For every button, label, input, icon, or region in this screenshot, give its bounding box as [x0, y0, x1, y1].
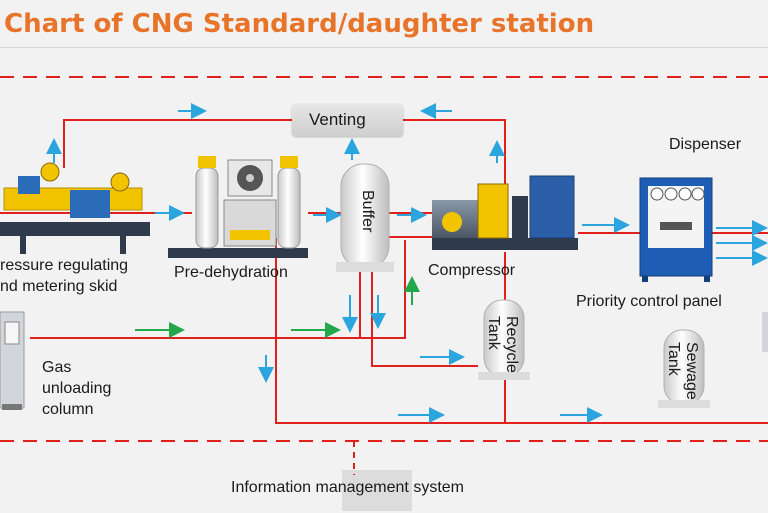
- buffer-label: Buffer: [359, 190, 376, 233]
- page-title: Chart of CNG Standard/daughter station: [4, 9, 595, 39]
- return-arrows: [135, 276, 420, 338]
- compressor-image: [432, 175, 578, 250]
- recycle-tank-label-2: Tank: [485, 316, 502, 350]
- gas-unloading-label-3: column: [42, 401, 94, 418]
- info-system-label: Information management system: [231, 479, 464, 496]
- info-system-backdrop: [342, 470, 412, 511]
- sewage-tank-label-2: Tank: [665, 342, 682, 376]
- offscreen-equipment-image: [762, 312, 768, 352]
- pre-dehydration-label: Pre-dehydration: [174, 264, 288, 281]
- recycle-tank-image: [478, 299, 530, 380]
- pressure-regulating-skid-image: [0, 162, 150, 254]
- title-divider: [0, 47, 768, 48]
- sewage-tank-label-1: Sewage: [683, 342, 700, 400]
- pressure-skid-label-1: ressure regulating: [0, 257, 129, 274]
- gas-unloading-label-2: unloading: [42, 380, 112, 397]
- venting-box: Venting: [292, 104, 403, 136]
- sewage-tank-image: [658, 329, 710, 408]
- buffer-cylinder-image: [336, 163, 394, 272]
- venting-label: Venting: [309, 110, 366, 129]
- priority-panel-label: Priority control panel: [576, 293, 722, 310]
- pre-dehydration-unit-image: [168, 156, 308, 258]
- compressor-label: Compressor: [428, 262, 516, 279]
- pressure-skid-label-2: nd metering skid: [0, 278, 118, 295]
- gas-unloading-label-1: Gas: [42, 359, 72, 376]
- recycle-tank-label-1: Recycle: [503, 316, 520, 373]
- priority-control-panel-image: [639, 177, 713, 282]
- dispenser-label: Dispenser: [669, 136, 742, 153]
- flow-arrows: [46, 103, 768, 423]
- gas-unloading-column-image: [0, 311, 25, 410]
